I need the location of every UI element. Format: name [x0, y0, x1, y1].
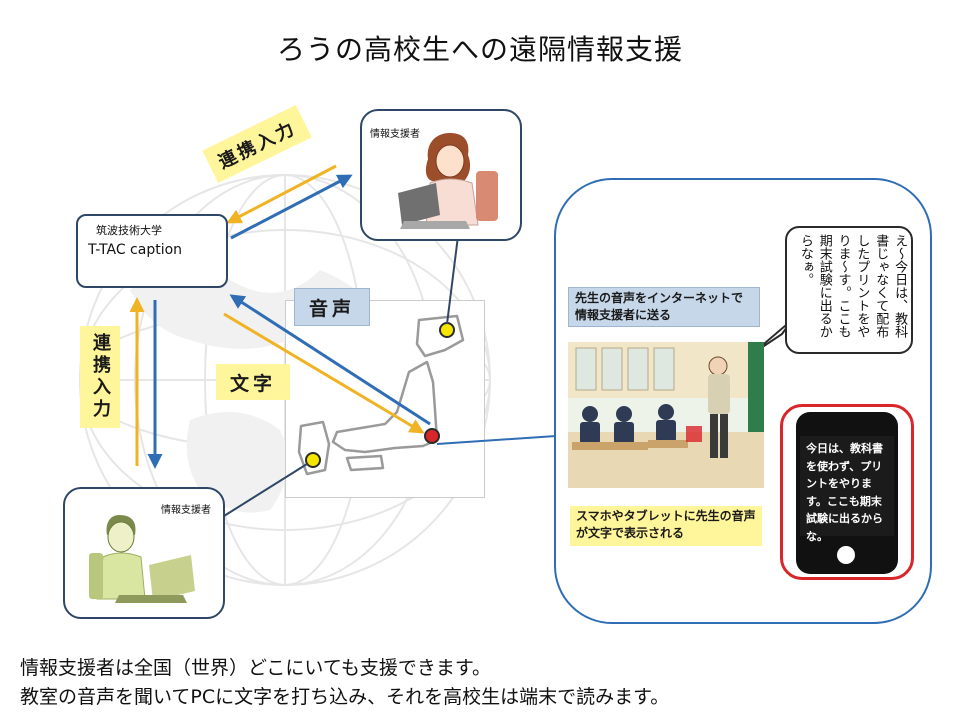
- arrow-text: [223, 312, 425, 434]
- supporter-bottom-label: 情報支援者: [161, 505, 211, 516]
- footer-line-2: 教室の音声を聞いてPCに文字を打ち込み、それを高校生は端末で読みます。: [20, 686, 670, 709]
- send-caption-box: 先生の音声をインターネットで情報支援者に送る: [568, 287, 760, 327]
- voice-label: 音声: [308, 297, 355, 320]
- supporter-man-illustration: [89, 515, 195, 603]
- phone-screen: 今日は、教科書を使わず、プリントをやります。ここも期末試験に出るからな。: [800, 436, 894, 543]
- send-caption: 先生の音声をインターネットで情報支援者に送る: [575, 291, 744, 323]
- arrow-voice: [229, 294, 431, 426]
- page-title: ろうの高校生への遠隔情報支援: [276, 33, 683, 66]
- phone-caption-text: 今日は、教科書を使わず、プリントをやります。ここも期末試験に出るからな。: [806, 442, 883, 543]
- hub-card: 筑波技術大学 T-TAC caption: [76, 214, 228, 288]
- smartphone: 今日は、教科書を使わず、プリントをやります。ここも期末試験に出るからな。: [796, 412, 898, 574]
- phone-home-button: [837, 546, 855, 564]
- footer-text: 情報支援者は全国（世界）どこにいても支援できます。 教室の音声を聞いてPCに文字…: [20, 654, 950, 713]
- teacher-speech-text: え～今日は、教科書じゃなくて配布したプリントをやりま～す。ここも期末試験に出るか…: [797, 234, 908, 338]
- footer-line-1: 情報支援者は全国（世界）どこにいても支援できます。: [20, 657, 492, 679]
- classroom-illustration: [568, 342, 764, 488]
- arrow-to-supporter-top: [230, 174, 353, 240]
- text-label-box: 文字: [216, 364, 290, 400]
- supporter-bottom-card: 情報支援者: [63, 487, 225, 619]
- map-dot-kyushu: [305, 452, 321, 468]
- teacher-speech-bubble: え～今日は、教科書じゃなくて配布したプリントをやりま～す。ここも期末試験に出るか…: [785, 226, 913, 354]
- voice-label-box: 音声: [294, 288, 370, 326]
- hub-system: T-TAC caption: [88, 242, 183, 258]
- hub-org: 筑波技術大学: [96, 224, 162, 237]
- supporter-top-label: 情報支援者: [370, 129, 420, 140]
- display-caption-box: スマホやタブレットに先生の音声が文字で表示される: [570, 506, 762, 546]
- relay-left-label-box: 連携入力: [80, 326, 120, 428]
- connector-kyushu: [223, 463, 308, 517]
- connector-detail: [436, 435, 557, 445]
- connector-hokkaido: [446, 235, 459, 325]
- text-label: 文字: [229, 372, 276, 395]
- map-dot-tsukuba: [424, 428, 440, 444]
- map-location-dots: [305, 322, 455, 468]
- supporter-woman-illustration: [398, 133, 498, 229]
- supporter-top-card: 情報支援者: [360, 109, 522, 241]
- display-caption: スマホやタブレットに先生の音声が文字で表示される: [576, 509, 756, 541]
- arrow-to-hub-top: [226, 164, 337, 224]
- relay-left-label: 連携入力: [90, 333, 111, 421]
